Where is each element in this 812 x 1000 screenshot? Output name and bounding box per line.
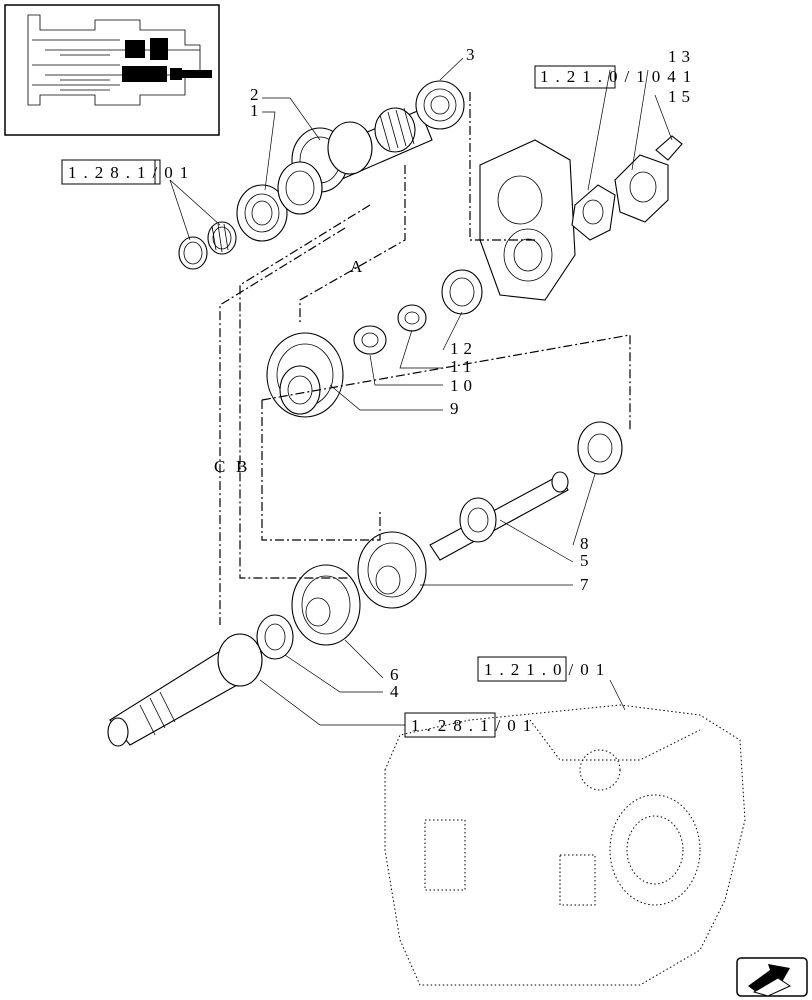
callout-4: 4 (390, 682, 404, 701)
ref-box-1-28-bottom[interactable]: 1.28.1/01 (404, 712, 538, 738)
ref-box-1-21-top[interactable]: 1.21.0/1041 (534, 65, 698, 89)
leader-lines (169, 57, 673, 726)
path-label-c: C (214, 457, 230, 476)
output-shaft-item-5 (429, 471, 569, 561)
gasket-flange-bolt (571, 135, 683, 241)
ref-1-21-bottom-label: 1.21.0/01 (484, 660, 611, 679)
transmission-housing (384, 704, 746, 986)
callout-13: 13 (668, 47, 695, 66)
housing-cover (479, 139, 576, 301)
bearing-item-4 (256, 614, 294, 660)
next-page-arrow-icon[interactable] (736, 957, 808, 997)
transmission-thumbnail-icon (4, 4, 220, 136)
ref-1-28-bottom-label: 1.28.1/01 (411, 716, 538, 735)
callout-15: 15 (668, 87, 695, 106)
splined-hub-item-8 (577, 421, 623, 475)
callout-10: 10 (450, 376, 477, 395)
gear-item-7 (357, 531, 427, 609)
callout-1: 1 (250, 101, 264, 120)
gear-item-9 (266, 332, 344, 418)
callout-6: 6 (390, 665, 404, 684)
callout-12: 12 (450, 339, 477, 358)
lower-splined-shaft (107, 633, 263, 747)
callout-9: 9 (450, 399, 464, 418)
ref-1-21-top-label: 1.21.0/1041 (540, 67, 698, 86)
callout-8: 8 (580, 534, 594, 553)
ref-box-1-21-bottom[interactable]: 1.21.0/01 (477, 656, 611, 682)
ref-box-1-28-top[interactable]: 1.28.1/01 (61, 159, 195, 185)
callout-7: 7 (580, 575, 594, 594)
path-label-a: A (350, 257, 367, 276)
callout-3: 3 (466, 45, 480, 64)
shim-bearing-set (353, 269, 483, 355)
coupling-item-6 (291, 564, 361, 646)
callout-5: 5 (580, 551, 594, 570)
upper-shaft-gear-assembly (277, 107, 433, 215)
ref-1-28-top-label: 1.28.1/01 (68, 163, 195, 182)
callout-11: 11 (450, 357, 476, 376)
bearing-item-3 (415, 80, 465, 130)
bearing-ring-parts (178, 184, 288, 270)
path-label-b: B (236, 457, 252, 476)
assembly-path-lines (219, 92, 631, 625)
callout-numbers: 1 2 3 4 5 6 7 8 9 10 11 12 13 15 (250, 45, 695, 701)
callout-2: 2 (250, 85, 264, 104)
